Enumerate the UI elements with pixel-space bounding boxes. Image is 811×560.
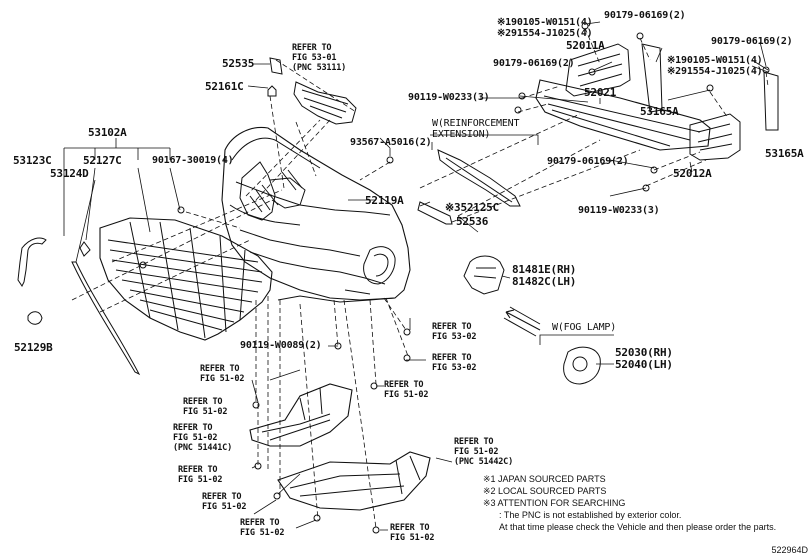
label-52012a: 52012A bbox=[673, 167, 712, 180]
refer-fig-53-02-a: REFER TO FIG 53-02 bbox=[432, 322, 476, 342]
ref-line: REFER TO bbox=[390, 523, 430, 533]
ref-line: REFER TO bbox=[432, 353, 472, 363]
refer-fig-53-02-b: REFER TO FIG 53-02 bbox=[432, 353, 476, 373]
ref-line: REFER TO bbox=[200, 364, 240, 374]
leader-lines bbox=[63, 21, 769, 531]
ref-line: FIG 51-02 bbox=[390, 533, 435, 543]
under-cover-drawing bbox=[249, 383, 431, 511]
refer-fig-53-01: REFER TO FIG 53-01 (PNC 53111) bbox=[292, 43, 346, 73]
label-52161c: 52161C bbox=[205, 80, 244, 93]
label-81481e: 81481E(RH) bbox=[512, 263, 577, 276]
label-52125c: ※352125C bbox=[445, 201, 499, 214]
refer-fig-51-02-d: REFER TO FIG 51-02 bbox=[178, 465, 222, 485]
label-90179-06169-c: 90179-06169(2) bbox=[711, 36, 793, 47]
refer-pnc-51442c: REFER TO FIG 51-02 (PNC 51442C) bbox=[454, 437, 513, 467]
label-90119-w0233-a: 90119-W0233(3) bbox=[408, 92, 490, 103]
ref-line: (PNC 51441C) bbox=[173, 443, 233, 453]
ref-line: FIG 51-02 bbox=[200, 374, 245, 384]
label-53102a: 53102A bbox=[88, 126, 127, 139]
ref-line: REFER TO bbox=[183, 397, 223, 407]
label-52129b: 52129B bbox=[14, 341, 53, 354]
refer-fig-51-02-g: REFER TO FIG 51-02 bbox=[390, 523, 434, 543]
label-90119-w0233-b: 90119-W0233(3) bbox=[578, 205, 660, 216]
label-53165a-b: 53165A bbox=[765, 147, 804, 160]
ref-line: REFER TO bbox=[202, 492, 242, 502]
ref-line: FIG 51-02 bbox=[384, 390, 429, 400]
label-53165a-a: 53165A bbox=[640, 105, 679, 118]
lower-grille-drawing bbox=[99, 217, 273, 341]
ref-line: FIG 53-02 bbox=[432, 363, 477, 373]
direction-arrow bbox=[503, 306, 541, 337]
label-291554-j1025-right: ※291554-J1025(4) bbox=[667, 66, 763, 77]
footnote-attention-line1: : The PNC is not established by exterior… bbox=[499, 510, 682, 520]
label-52536: 52536 bbox=[456, 215, 489, 228]
ref-line: FIG 53-01 bbox=[292, 53, 337, 63]
refer-fig-51-02-e: REFER TO FIG 51-02 bbox=[202, 492, 246, 512]
diagram-code: 522964D bbox=[771, 545, 808, 555]
bumper-cover-drawing bbox=[221, 126, 411, 303]
refer-pnc-51441c: REFER TO FIG 51-02 (PNC 51441C) bbox=[173, 423, 232, 453]
ref-line: FIG 53-02 bbox=[432, 332, 477, 342]
label-90105-w0151-top: ※190105-W0151(4) bbox=[497, 17, 593, 28]
ref-line: (PNC 53111) bbox=[292, 63, 347, 73]
ref-line: REFER TO bbox=[173, 423, 213, 433]
ref-line: FIG 51-02 bbox=[454, 447, 499, 457]
dashed-guide-lines bbox=[71, 27, 769, 529]
small-parts-drawing bbox=[177, 22, 770, 534]
ref-line: REFER TO bbox=[384, 380, 424, 390]
ref-line: FIG 51-02 bbox=[240, 528, 285, 538]
label-52011a: 52011A bbox=[566, 39, 605, 52]
label-52030: 52030(RH) bbox=[615, 346, 673, 359]
label-52535: 52535 bbox=[222, 57, 255, 70]
label-291554-j1025-top: ※291554-J1025(4) bbox=[497, 28, 593, 39]
ref-line: REFER TO bbox=[240, 518, 280, 528]
footnote-attention-line2: At that time please check the Vehicle an… bbox=[499, 522, 777, 532]
label-90119-w0089: 90119-W0089(2) bbox=[240, 340, 322, 351]
ref-line: REFER TO bbox=[292, 43, 332, 53]
label-fog-lamp: W(FOG LAMP) bbox=[552, 322, 617, 333]
ref-line: FIG 51-02 bbox=[173, 433, 218, 443]
label-52040: 52040(LH) bbox=[615, 358, 673, 371]
footnote-japan: ※1 JAPAN SOURCED PARTS bbox=[483, 474, 606, 484]
ref-line: (PNC 51442C) bbox=[454, 457, 514, 467]
label-53123c: 53123C bbox=[13, 154, 52, 167]
refer-fig-51-02-c: REFER TO FIG 51-02 bbox=[183, 397, 227, 417]
label-52021: 52021 bbox=[584, 86, 617, 99]
label-93567-a5016: 93567-A5016(2) bbox=[350, 137, 432, 148]
label-90105-w0151-right: ※190105-W0151(4) bbox=[667, 55, 763, 66]
refer-fig-51-02-f: REFER TO FIG 51-02 bbox=[240, 518, 284, 538]
label-52127c: 52127C bbox=[83, 154, 122, 167]
label-90179-06169-b: 90179-06169(2) bbox=[493, 58, 575, 69]
refer-fig-51-02-b: REFER TO FIG 51-02 bbox=[384, 380, 428, 400]
label-81482c: 81482C(LH) bbox=[512, 275, 577, 288]
footnote-local: ※2 LOCAL SOURCED PARTS bbox=[483, 486, 607, 496]
label-53124d: 53124D bbox=[50, 167, 89, 180]
label-90167-30019: 90167-30019(4) bbox=[152, 155, 234, 166]
label-line: EXTENSION) bbox=[432, 129, 491, 140]
ref-line: FIG 51-02 bbox=[178, 475, 223, 485]
refer-fig-51-02-a: REFER TO FIG 51-02 bbox=[200, 364, 244, 384]
label-reinforcement-extension: W(REINFORCEMENT EXTENSION) bbox=[432, 118, 520, 140]
label-90179-06169-d: 90179-06169(2) bbox=[547, 156, 629, 167]
footnote-attention: ※3 ATTENTION FOR SEARCHING bbox=[483, 498, 626, 508]
ref-line: FIG 51-02 bbox=[183, 407, 228, 417]
ref-line: REFER TO bbox=[432, 322, 472, 332]
label-90179-06169-a: 90179-06169(2) bbox=[604, 10, 686, 21]
label-52119a: 52119A bbox=[365, 194, 404, 207]
molding-drawings bbox=[17, 237, 141, 376]
ref-line: FIG 51-02 bbox=[202, 502, 247, 512]
ref-line: REFER TO bbox=[178, 465, 218, 475]
ref-line: REFER TO bbox=[454, 437, 494, 447]
label-line: W(REINFORCEMENT bbox=[432, 118, 520, 129]
footnotes: ※1 JAPAN SOURCED PARTS ※2 LOCAL SOURCED … bbox=[483, 473, 776, 533]
